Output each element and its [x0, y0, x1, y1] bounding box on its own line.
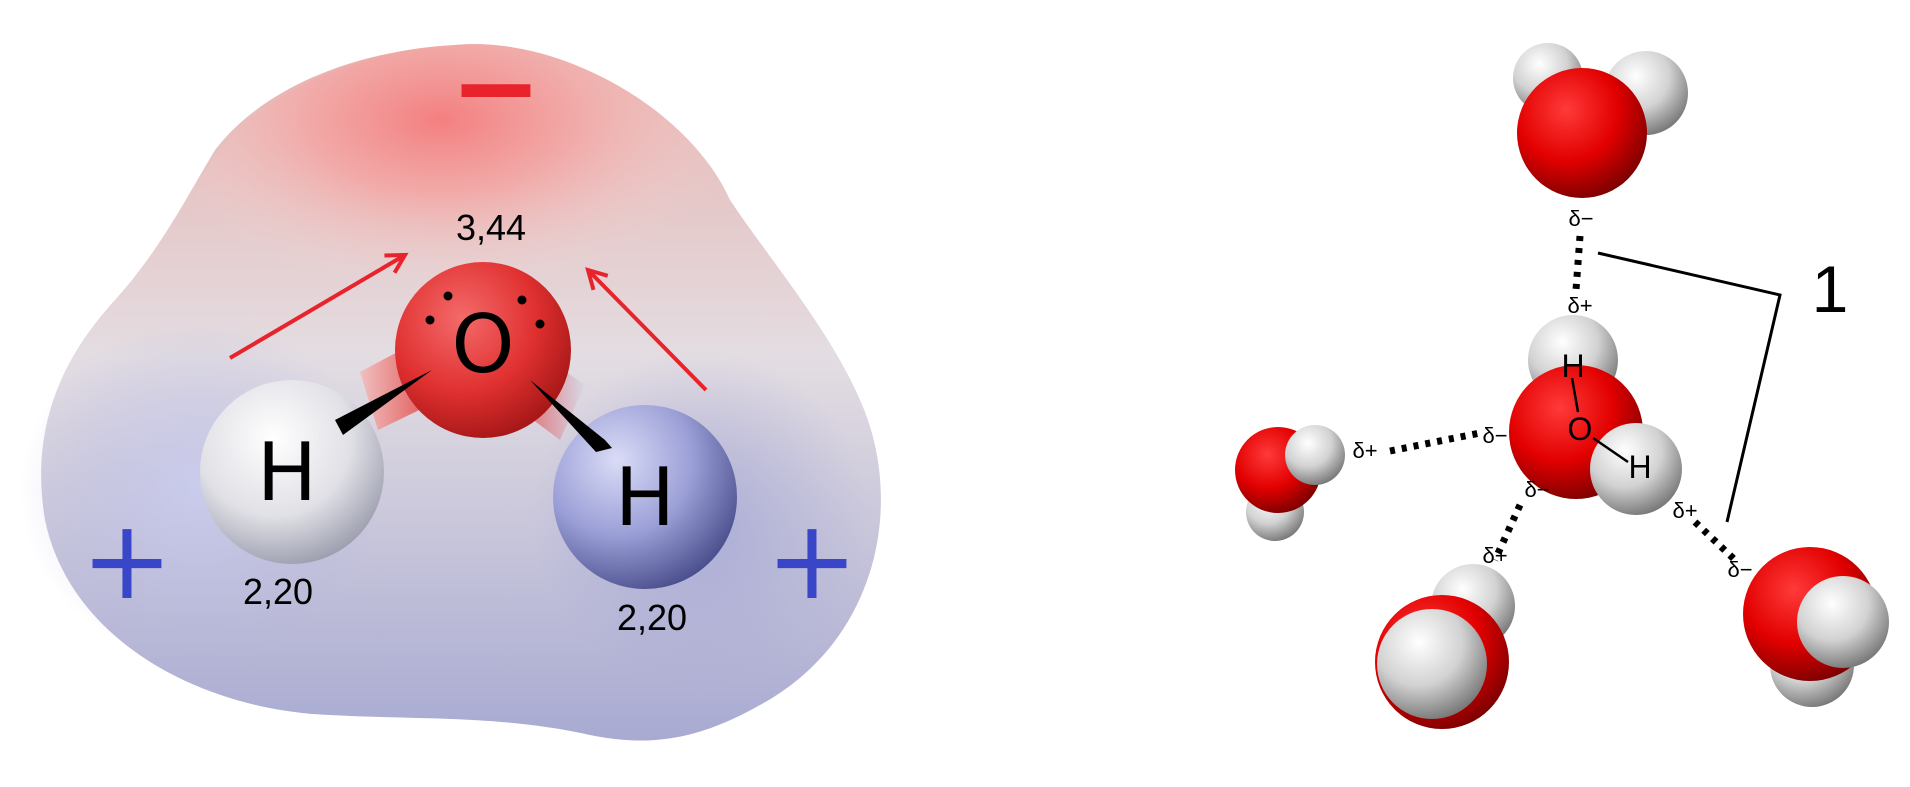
water-molecule-center: H O H [1509, 315, 1682, 515]
water-molecule-top [1513, 43, 1688, 198]
negative-charge-sign: − [450, 23, 542, 151]
hydrogen-bonds [1389, 235, 1738, 563]
hydrogen-right-label: H [615, 451, 675, 544]
hydrogen-left-label: H [257, 426, 317, 519]
partial-charge-right-plus: δ+ [1672, 498, 1697, 523]
hydrogen-atom-left [200, 380, 384, 564]
water-molecule-bottom [1375, 564, 1515, 729]
lone-pair-dot [425, 315, 435, 325]
partial-charge-bottom-minus: δ− [1524, 477, 1549, 502]
hbond-left [1389, 429, 1481, 455]
hbond-label: 1 [1812, 252, 1849, 326]
hbond-top [1572, 235, 1584, 291]
oxygen-label: O [452, 298, 515, 391]
water-molecule-right [1743, 547, 1889, 707]
water-ball-and-stick [200, 262, 737, 589]
water-molecule-left [1235, 425, 1345, 541]
oxygen-electronegativity: 3,44 [456, 207, 526, 248]
partial-charge-labels: δ− δ+ δ+ δ− δ− δ+ δ+ δ− [1352, 206, 1752, 582]
dipole-arrow-left [228, 255, 405, 360]
center-h-top-label: H [1561, 348, 1584, 384]
lone-pair-dot [535, 319, 545, 329]
partial-charge-left-minus: δ− [1482, 423, 1507, 448]
partial-charge-bottom-plus: δ+ [1482, 543, 1507, 568]
oxygen-atom [395, 262, 571, 438]
positive-charge-sign-right: + [766, 496, 858, 624]
center-oxygen-label: O [1568, 411, 1593, 447]
lone-pair-dot [517, 295, 527, 305]
partial-charge-top-plus: δ+ [1567, 293, 1592, 318]
dipole-arrow-right [588, 270, 708, 392]
partial-charge-left-plus: δ+ [1352, 438, 1377, 463]
hydrogen-right-electronegativity: 2,20 [617, 597, 687, 638]
hbond-bottom [1491, 503, 1524, 562]
partial-charge-top-minus: δ− [1568, 206, 1593, 231]
positive-charge-sign-left: + [81, 496, 173, 624]
center-h-right-label: H [1628, 449, 1651, 485]
center-hydrogen-right [1590, 423, 1682, 515]
hydrogen-left-electronegativity: 2,20 [243, 571, 313, 612]
lone-pair-dot [443, 291, 453, 301]
hbond-right [1692, 519, 1738, 563]
partial-charge-right-minus: δ− [1727, 557, 1752, 582]
wedge-bond-left [335, 370, 432, 435]
wedge-bond-right [530, 380, 612, 452]
hbond-bracket [1597, 251, 1782, 523]
